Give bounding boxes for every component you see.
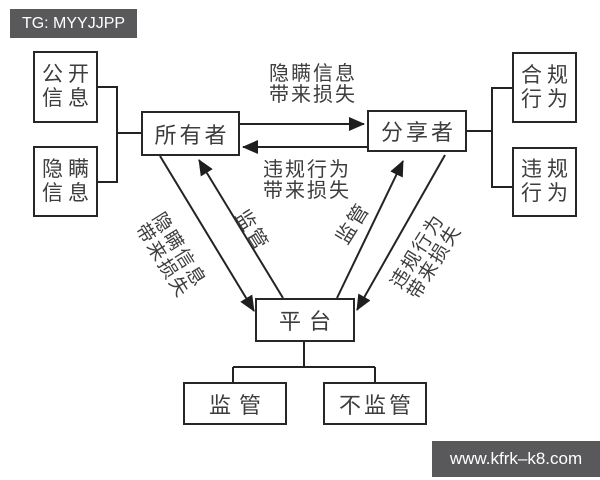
arrow-sharer-to-platform	[356, 154, 446, 311]
node-label: 行为	[521, 86, 573, 111]
edge-label-concealing-loss-top: 隐瞒信息 带来损失	[269, 64, 357, 106]
node-label: 合规	[521, 62, 573, 87]
node-compliant-behavior: 合规 行为	[512, 52, 577, 123]
telegram-watermark: TG: MYYJJPP	[10, 9, 137, 38]
node-label: 信息	[42, 180, 94, 205]
bracket-sharer-to-behaviors	[467, 87, 512, 188]
node-violating-behavior: 违规 行为	[512, 147, 577, 217]
arrow-owner-to-platform	[159, 155, 255, 312]
node-label: 违规	[521, 157, 573, 182]
node-label: 行为	[521, 181, 573, 205]
bracket-info-to-owner	[98, 86, 141, 183]
node-label: 隐瞒	[42, 156, 94, 181]
edge-label-line: 带来损失	[269, 84, 357, 106]
node-hidden-info: 隐瞒 信息	[33, 146, 98, 217]
node-supervise: 监管	[183, 382, 287, 425]
arrow-platform-to-sharer	[336, 160, 404, 299]
node-label: 公开	[42, 62, 94, 87]
node-sharer: 分享者	[367, 110, 467, 152]
node-public-info: 公开 信息	[33, 51, 98, 123]
edge-label-line: 带来损失	[263, 180, 351, 202]
arrow-platform-to-owner	[198, 159, 284, 299]
node-platform: 平台	[255, 298, 355, 342]
edge-label-violation-loss-mid: 违规行为 带来损失	[263, 160, 351, 202]
tree-platform-to-options	[232, 342, 376, 382]
edge-label-line: 隐瞒信息	[269, 63, 357, 85]
website-watermark: www.kfrk–k8.com	[432, 441, 600, 477]
node-not-supervise: 不监管	[323, 382, 427, 425]
edge-label-line: 违规行为	[263, 159, 351, 181]
node-owner: 所有者	[141, 111, 240, 156]
node-label: 信息	[42, 86, 94, 110]
